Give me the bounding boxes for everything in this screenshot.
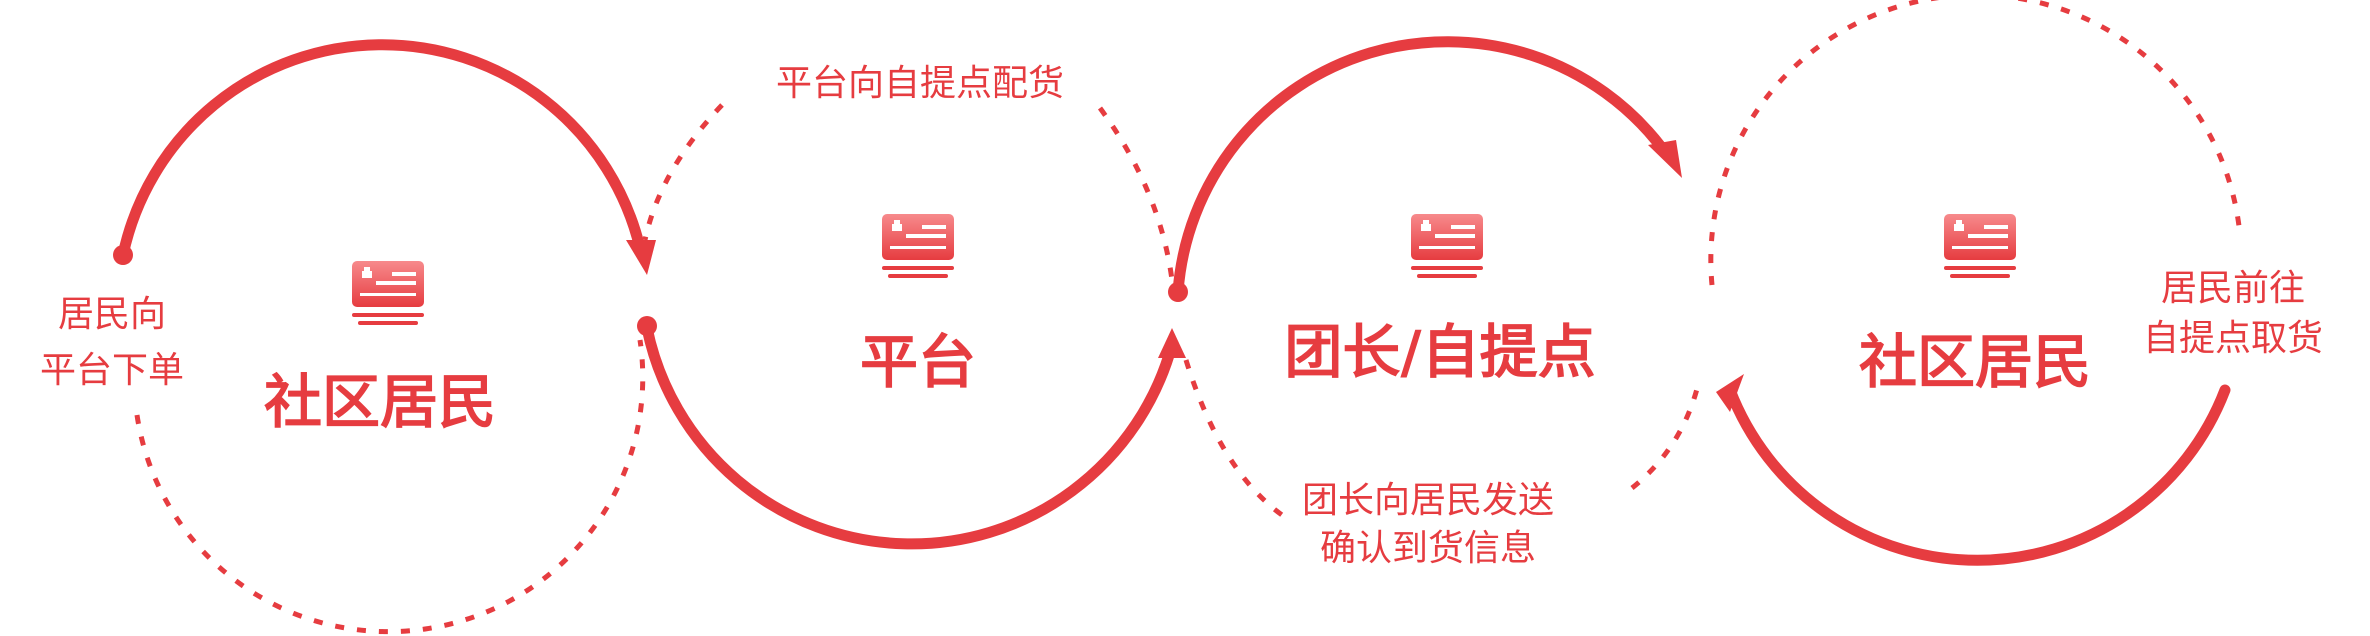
card-icon bbox=[1944, 214, 2016, 278]
dotted-arc-notify-right bbox=[1630, 384, 1701, 490]
arrowhead-pickup bbox=[1716, 374, 1744, 412]
node-resident-start: 社区居民 bbox=[264, 261, 496, 436]
step-label-pickup-line2: 自提点取货 bbox=[2143, 318, 2323, 359]
arrowhead-dispatch bbox=[1158, 328, 1186, 358]
step-label-dispatch: 平台向自提点配货 bbox=[776, 63, 1064, 104]
start-dot-notify bbox=[1168, 282, 1188, 302]
step-label-pickup-line1: 居民前往 bbox=[2161, 268, 2305, 309]
card-icon bbox=[352, 261, 424, 325]
arrowhead-order bbox=[626, 240, 656, 275]
dotted-arc-dispatch-right bbox=[1097, 106, 1175, 281]
start-dot-dispatch bbox=[637, 316, 657, 336]
solid-arc-notify bbox=[1172, 36, 1668, 298]
node-team-leader: 团长/自提点 bbox=[1284, 214, 1596, 386]
dotted-arc-dispatch bbox=[642, 103, 724, 241]
start-dot-order bbox=[113, 245, 133, 265]
node-title: 平台 bbox=[860, 328, 976, 396]
step-label-order-line1: 居民向 bbox=[58, 294, 166, 335]
card-icon bbox=[882, 214, 954, 278]
dotted-arc-order-return bbox=[134, 339, 646, 635]
step-label-notify-line2: 确认到货信息 bbox=[1320, 528, 1536, 569]
solid-arc-dispatch bbox=[641, 322, 1178, 550]
arrowhead-notify bbox=[1648, 140, 1682, 178]
node-title: 社区居民 bbox=[264, 368, 496, 436]
solid-arc-pickup bbox=[1724, 384, 2231, 566]
node-resident-end: 社区居民 bbox=[1859, 214, 2091, 396]
node-platform: 平台 bbox=[860, 214, 976, 396]
dotted-arc-notify-left bbox=[1183, 359, 1284, 518]
step-label-notify-line1: 团长向居民发送 bbox=[1302, 480, 1554, 521]
node-title: 团长/自提点 bbox=[1284, 318, 1595, 386]
solid-arc-order bbox=[117, 39, 646, 261]
step-label-order-line2: 平台下单 bbox=[40, 350, 184, 391]
node-title: 社区居民 bbox=[1859, 328, 2091, 396]
card-icon bbox=[1411, 214, 1483, 278]
